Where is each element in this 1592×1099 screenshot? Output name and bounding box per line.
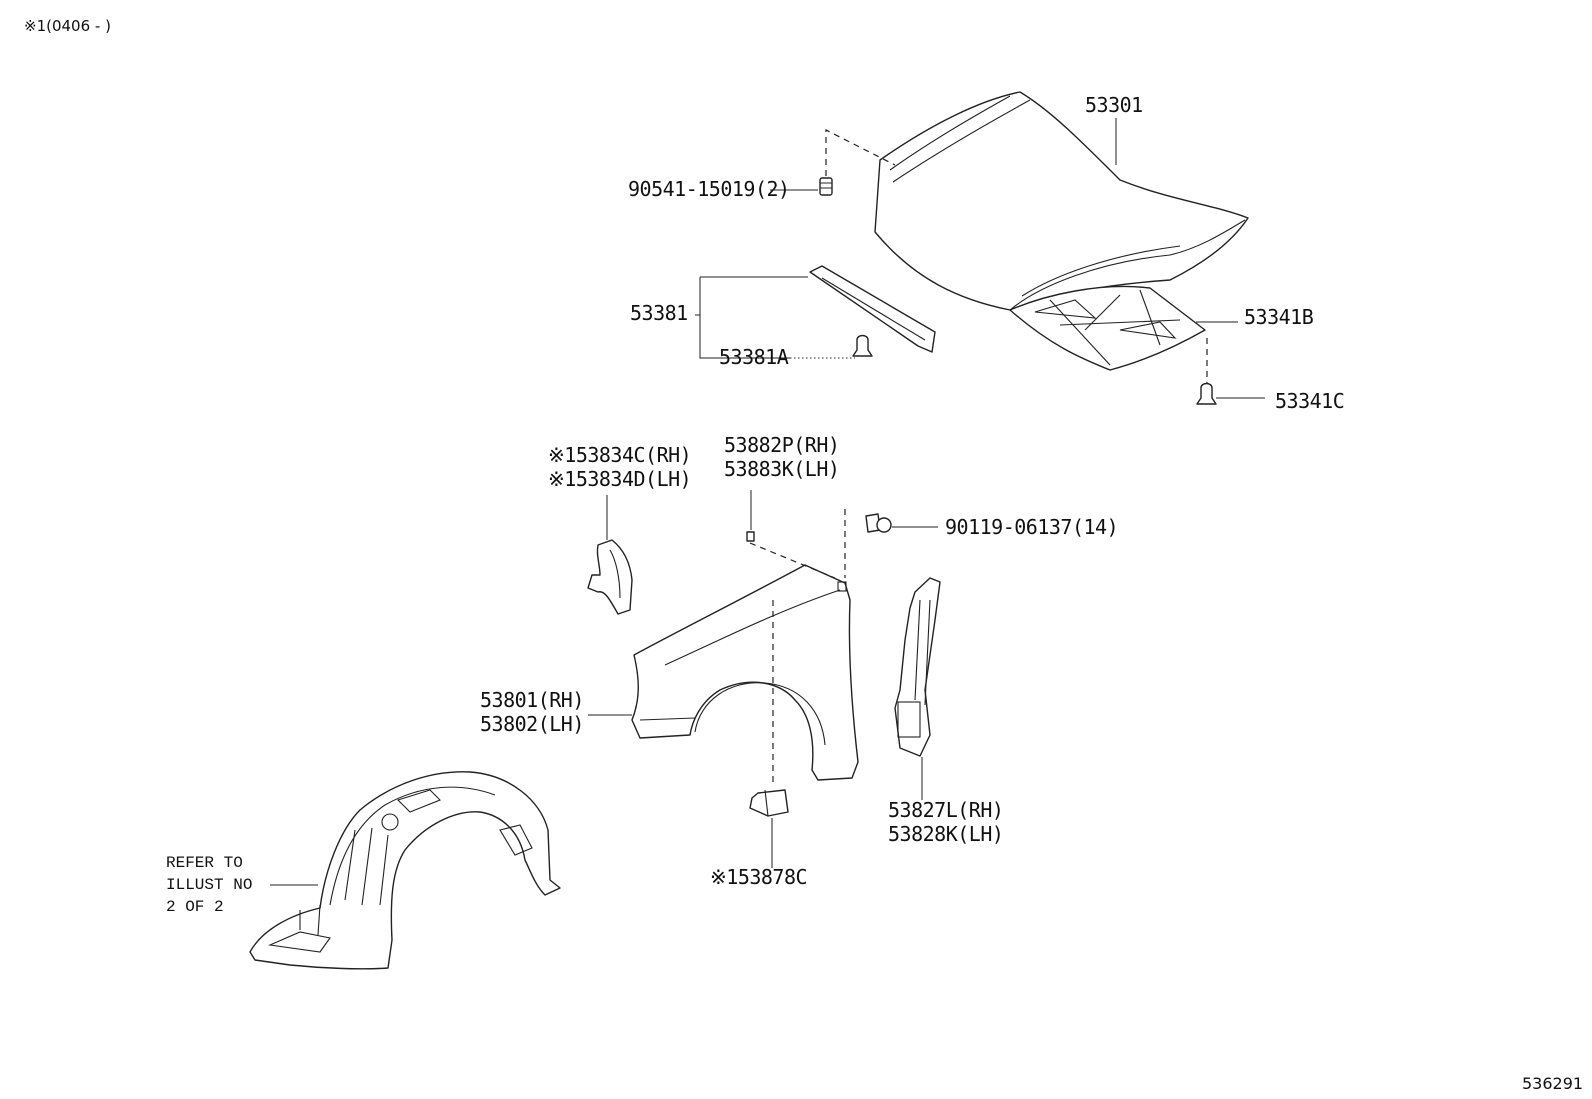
refer-note-line3: 2 OF 2 — [166, 898, 224, 916]
refer-note: REFER TO ILLUST NO 2 OF 2 — [166, 852, 252, 918]
clip-53341c-icon[interactable] — [1196, 382, 1217, 405]
front-fender-icon[interactable] — [631, 564, 859, 781]
label-53341c: 53341C — [1275, 389, 1345, 413]
hood-panel-icon[interactable] — [874, 91, 1249, 311]
cushion-icon[interactable] — [819, 177, 833, 196]
applicability-mark: ※1 — [710, 865, 738, 889]
applicability-mark: ※1 — [548, 467, 576, 491]
hood-insulator-icon[interactable] — [1009, 285, 1206, 371]
refer-note-line2: ILLUST NO — [166, 876, 253, 894]
label-53341b: 53341B — [1244, 305, 1314, 329]
label-53801: 53801(RH) — [480, 688, 584, 712]
label-53878c: ※153878C — [710, 865, 808, 889]
label-53882p: 53882P(RH) — [724, 433, 840, 457]
label-53381: 53381 — [630, 301, 688, 325]
applicability-mark: ※1 — [548, 443, 576, 467]
label-53834d: ※153834D(LH) — [548, 467, 692, 491]
refer-note-line1: REFER TO — [166, 854, 243, 872]
fender-seal-icon[interactable] — [894, 577, 941, 757]
label-53883k: 53883K(LH) — [724, 457, 840, 481]
label-53381a: 53381A — [719, 345, 789, 369]
label-53827l: 53827L(RH) — [888, 798, 1004, 822]
applicability-note: ※1(0406 - ) — [24, 17, 111, 35]
clip-nut-icon[interactable] — [746, 531, 755, 542]
fender-liner-icon[interactable] — [249, 771, 561, 970]
figure-number: 536291 — [1522, 1074, 1584, 1093]
label-53834c: ※153834C(RH) — [548, 443, 692, 467]
mud-guard-icon[interactable] — [749, 789, 789, 817]
label-53802: 53802(LH) — [480, 712, 584, 736]
bolt-icon[interactable] — [865, 513, 892, 533]
label-53301: 53301 — [1085, 93, 1143, 117]
clip-53381a-icon[interactable] — [852, 334, 873, 357]
label-90541-15019: 90541-15019(2) — [628, 177, 790, 201]
fender-bracket-icon[interactable] — [587, 539, 633, 615]
label-53828k: 53828K(LH) — [888, 822, 1004, 846]
label-90119-06137: 90119-06137(14) — [945, 515, 1119, 539]
hood-seal-icon[interactable] — [809, 265, 936, 353]
